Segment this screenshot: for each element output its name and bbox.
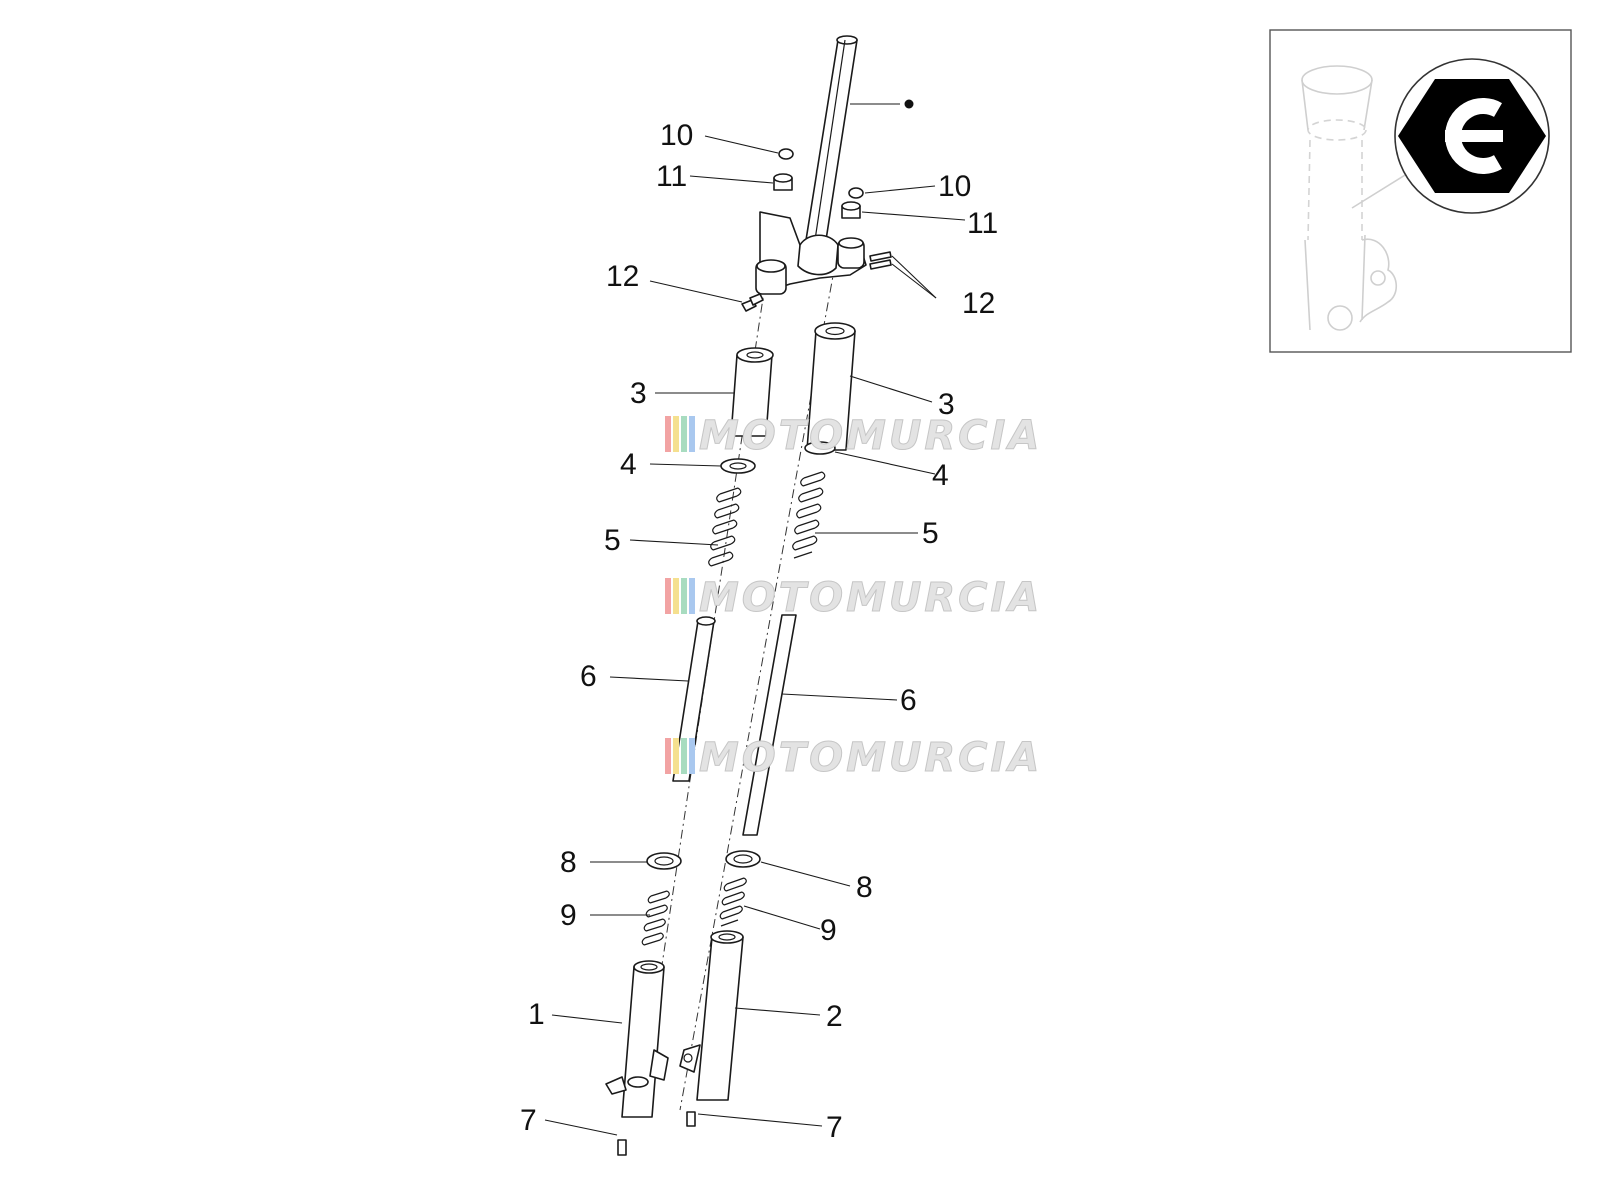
- main-spring-right: [792, 471, 826, 559]
- fork-leg-left: [605, 960, 669, 1118]
- callout-2: 2: [826, 1000, 843, 1033]
- callout-7-right: 7: [826, 1111, 843, 1144]
- leader-lines: [544, 99, 966, 1136]
- watermark-middle: MOTOMURCIA: [665, 575, 1042, 622]
- bolt-right: [686, 1111, 696, 1127]
- callout-3-left: 3: [630, 377, 647, 410]
- plug-left: [773, 173, 793, 191]
- callout-4-left: 4: [620, 448, 637, 481]
- callout-1: 1: [528, 998, 545, 1031]
- ring-right: [804, 441, 836, 455]
- callout-6-right: 6: [900, 684, 917, 717]
- fork-bracket: [755, 211, 867, 295]
- watermark-text: MOTOMURCIA: [699, 413, 1042, 459]
- callout-8-right: 8: [856, 871, 873, 904]
- inset-detail-box: [1269, 29, 1572, 353]
- callout-6-left: 6: [580, 660, 597, 693]
- seal-ring-left: [646, 852, 682, 870]
- callout-5-right: 5: [922, 517, 939, 550]
- callout-numbers: 10 11 10 11 12 12 3 3 4 4 5 5 6 6 8 8 9 …: [520, 119, 998, 1144]
- watermark-text: MOTOMURCIA: [699, 575, 1042, 621]
- locking-compound-icon: [1394, 58, 1550, 214]
- callout-12-left: 12: [606, 260, 639, 293]
- seal-ring-right: [725, 850, 761, 868]
- cap-left: [778, 148, 794, 160]
- callout-8-left: 8: [560, 846, 577, 879]
- watermark-text: MOTOMURCIA: [699, 735, 1042, 781]
- bolt-left: [617, 1139, 627, 1156]
- cap-right: [848, 187, 864, 199]
- screws-left: [741, 293, 764, 312]
- fork-leg-right: [679, 930, 744, 1101]
- ring-left: [720, 458, 756, 474]
- dust-cover-right: [806, 322, 856, 451]
- callout-10-right: 10: [938, 170, 971, 203]
- inset-ghost-fork-leg: [1301, 65, 1411, 331]
- main-spring-left: [708, 487, 742, 567]
- fork-tube-right: [742, 614, 797, 836]
- watermark-bottom: MOTOMURCIA: [665, 735, 1042, 782]
- lower-spring-left: [641, 890, 670, 946]
- callout-7-left: 7: [520, 1104, 537, 1137]
- callout-4-right: 4: [932, 459, 949, 492]
- callout-10-left: 10: [660, 119, 693, 152]
- callout-11-right: 11: [967, 207, 998, 240]
- callout-3-right: 3: [938, 388, 955, 421]
- callout-9-right: 9: [820, 914, 837, 947]
- callout-11-left: 11: [656, 160, 687, 193]
- callout-9-left: 9: [560, 899, 577, 932]
- lower-spring-right: [719, 877, 747, 927]
- dust-cover-left: [730, 347, 774, 437]
- screws-right: [869, 251, 892, 270]
- watermark-top: MOTOMURCIA: [665, 413, 1042, 460]
- plug-right: [841, 201, 861, 219]
- callout-5-left: 5: [604, 524, 621, 557]
- callout-12-right: 12: [962, 287, 995, 320]
